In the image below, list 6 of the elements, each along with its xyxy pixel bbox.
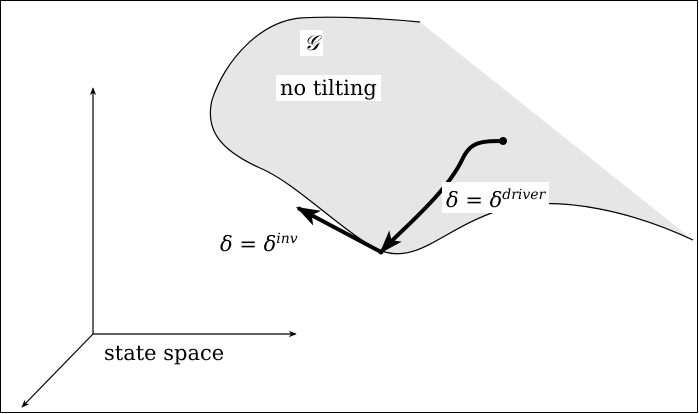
region-label: no tilting (276, 75, 381, 101)
axis-label: state space (103, 340, 226, 366)
edge-label: δ = δ$^{driver}$ (442, 182, 550, 213)
start-dot (498, 136, 508, 146)
trajectory-arrow (296, 206, 382, 254)
region-symbol: 𝒢 (300, 30, 323, 56)
